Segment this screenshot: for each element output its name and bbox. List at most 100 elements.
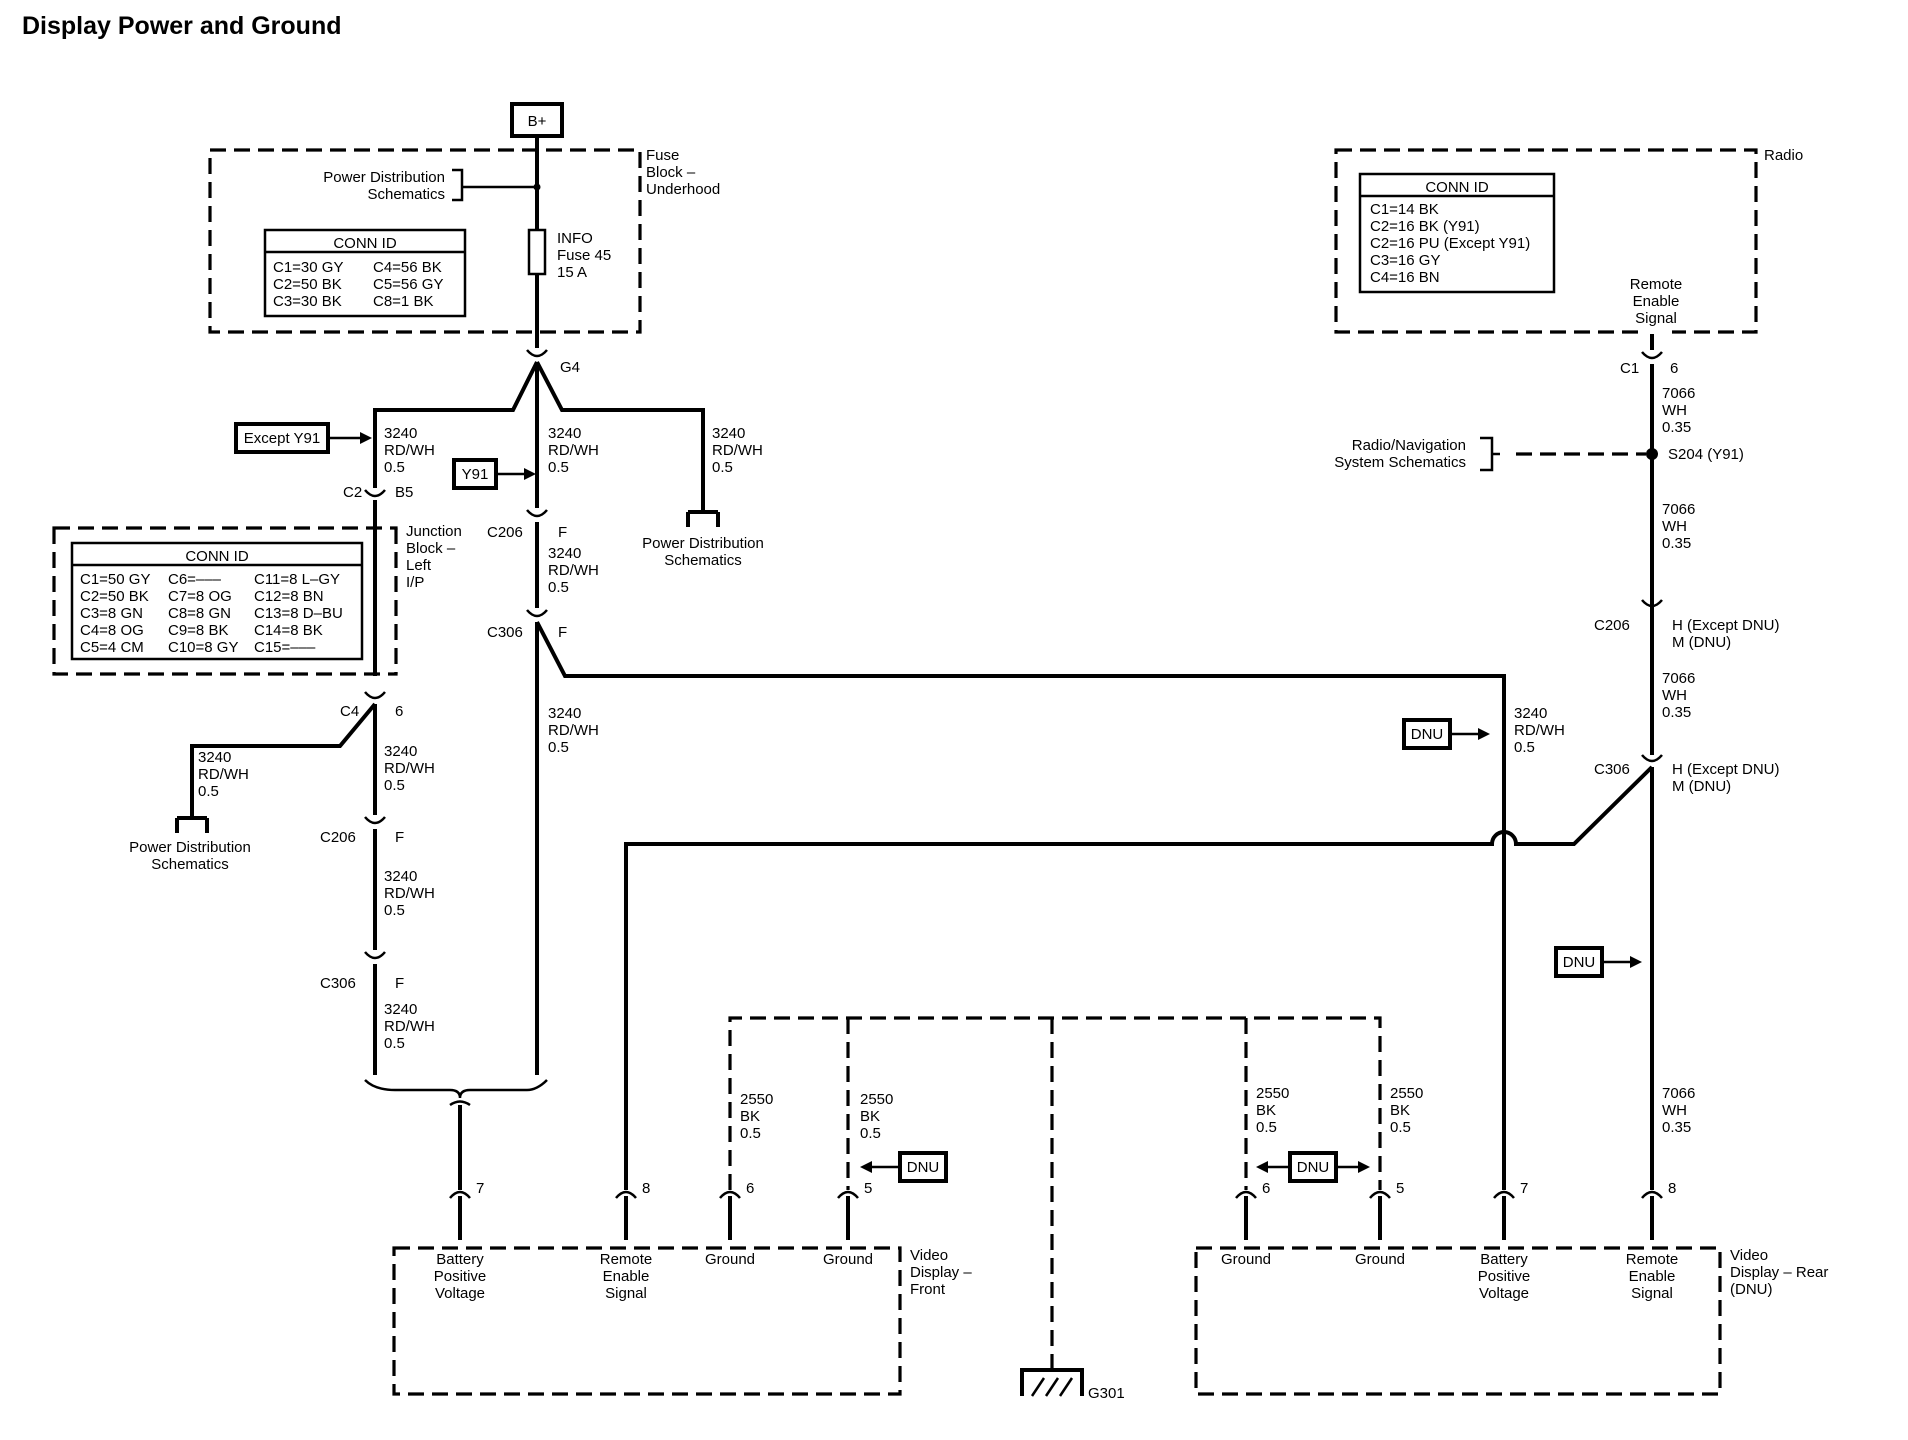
svg-text:S204 (Y91): S204 (Y91) bbox=[1668, 446, 1744, 463]
pin-number: 5 bbox=[864, 1180, 872, 1197]
page-title: Display Power and Ground bbox=[22, 12, 342, 40]
radio-conn-id-table: CONN ID C1=14 BK C2=16 BK (Y91) C2=16 PU… bbox=[1358, 172, 1556, 294]
svg-text:C8=1 BK: C8=1 BK bbox=[373, 293, 433, 310]
pin-label: Battery bbox=[436, 1251, 484, 1268]
svg-text:Display – Rear: Display – Rear bbox=[1730, 1264, 1828, 1281]
junction-block-left-ip: Junction Block – Left I/P CONN ID C1=50 … bbox=[52, 523, 462, 676]
svg-text:C206: C206 bbox=[1594, 617, 1630, 634]
pin-label: Voltage bbox=[1479, 1285, 1529, 1302]
wire-label-2550-front-5: 2550 BK 0.5 bbox=[860, 1091, 893, 1142]
svg-text:0.35: 0.35 bbox=[1662, 1119, 1691, 1136]
wire-label-7066-b: 7066 WH 0.35 bbox=[1662, 501, 1695, 552]
svg-text:2550: 2550 bbox=[740, 1091, 773, 1108]
svg-text:C306: C306 bbox=[1594, 761, 1630, 778]
svg-text:BK: BK bbox=[740, 1108, 760, 1125]
svg-text:3240: 3240 bbox=[548, 705, 581, 722]
svg-text:C2=16 PU (Except Y91): C2=16 PU (Except Y91) bbox=[1370, 235, 1530, 252]
fuse-45-symbol bbox=[527, 228, 547, 276]
pds-bracket bbox=[452, 168, 464, 202]
svg-text:RD/WH: RD/WH bbox=[384, 1018, 435, 1035]
pin-number: 8 bbox=[1668, 1180, 1676, 1197]
fuse-label-3: 15 A bbox=[557, 264, 587, 281]
svg-text:0.5: 0.5 bbox=[860, 1125, 881, 1142]
pin-label: Ground bbox=[823, 1251, 873, 1268]
svg-text:(DNU): (DNU) bbox=[1730, 1281, 1773, 1298]
svg-text:6: 6 bbox=[395, 703, 403, 720]
svg-text:C15=–––: C15=––– bbox=[254, 639, 316, 656]
svg-text:C6=–––: C6=––– bbox=[168, 571, 222, 588]
pin-number: 6 bbox=[1262, 1180, 1270, 1197]
svg-text:C4: C4 bbox=[340, 703, 359, 720]
wire-label-3240-c4: 3240 RD/WH 0.5 bbox=[384, 743, 435, 794]
wire-label-2550-rear-5: 2550 BK 0.5 bbox=[1390, 1085, 1423, 1136]
svg-text:C3=8 GN: C3=8 GN bbox=[80, 605, 143, 622]
svg-text:C306: C306 bbox=[487, 624, 523, 641]
svg-text:3240: 3240 bbox=[548, 425, 581, 442]
svg-text:3240: 3240 bbox=[384, 425, 417, 442]
fuse-label-1: INFO bbox=[557, 230, 593, 247]
svg-text:Junction: Junction bbox=[406, 523, 462, 540]
svg-text:WH: WH bbox=[1662, 1102, 1687, 1119]
svg-text:M (DNU): M (DNU) bbox=[1672, 634, 1731, 651]
svg-text:Schematics: Schematics bbox=[664, 552, 742, 569]
svg-text:7066: 7066 bbox=[1662, 1085, 1695, 1102]
svg-text:0.5: 0.5 bbox=[1390, 1119, 1411, 1136]
wire-label-7066-a: 7066 WH 0.35 bbox=[1662, 385, 1695, 436]
svg-text:3240: 3240 bbox=[384, 743, 417, 760]
svg-text:Video: Video bbox=[1730, 1247, 1768, 1264]
svg-text:Video: Video bbox=[910, 1247, 948, 1264]
pds-ref-symbol-right bbox=[686, 510, 720, 527]
pin-label: Battery bbox=[1480, 1251, 1528, 1268]
svg-text:Front: Front bbox=[910, 1281, 946, 1298]
svg-text:C1=50 GY: C1=50 GY bbox=[80, 571, 150, 588]
wire-label-2550-rear-6: 2550 BK 0.5 bbox=[1256, 1085, 1289, 1136]
svg-text:7066: 7066 bbox=[1662, 385, 1695, 402]
svg-text:M (DNU): M (DNU) bbox=[1672, 778, 1731, 795]
svg-text:C2=50 BK: C2=50 BK bbox=[273, 276, 342, 293]
dnu-tag-rear-battery: DNU bbox=[1402, 718, 1490, 750]
svg-text:6: 6 bbox=[1670, 360, 1678, 377]
fuse-conn-id-table: CONN ID C1=30 GY C4=56 BK C2=50 BK C5=56… bbox=[263, 228, 467, 318]
svg-text:RD/WH: RD/WH bbox=[384, 442, 435, 459]
pin-label: Enable bbox=[1629, 1268, 1676, 1285]
svg-text:BK: BK bbox=[1390, 1102, 1410, 1119]
svg-text:C1=30 GY: C1=30 GY bbox=[273, 259, 343, 276]
svg-text:F: F bbox=[395, 975, 404, 992]
svg-text:DNU: DNU bbox=[1563, 954, 1596, 971]
dnu-tag-rear-remote: DNU bbox=[1554, 946, 1642, 978]
connector-c4 bbox=[364, 691, 386, 700]
svg-text:2550: 2550 bbox=[1256, 1085, 1289, 1102]
pin-number: 5 bbox=[1396, 1180, 1404, 1197]
svg-text:3240: 3240 bbox=[1514, 705, 1547, 722]
pin-label: Ground bbox=[705, 1251, 755, 1268]
svg-text:WH: WH bbox=[1662, 402, 1687, 419]
connector-radio-c1 bbox=[1641, 351, 1663, 360]
svg-text:F: F bbox=[395, 829, 404, 846]
wire-label-7066-c: 7066 WH 0.35 bbox=[1662, 670, 1695, 721]
wire-label-2550-front-6: 2550 BK 0.5 bbox=[740, 1091, 773, 1142]
connector-c306-mid bbox=[526, 609, 548, 618]
svg-text:Block –: Block – bbox=[406, 540, 456, 557]
svg-text:0.5: 0.5 bbox=[384, 902, 405, 919]
pin-label: Signal bbox=[605, 1285, 647, 1302]
svg-text:0.5: 0.5 bbox=[548, 739, 569, 756]
svg-text:RD/WH: RD/WH bbox=[548, 722, 599, 739]
ground-g301-symbol bbox=[1020, 1368, 1084, 1397]
svg-text:2550: 2550 bbox=[1390, 1085, 1423, 1102]
connector-c306-left bbox=[364, 951, 386, 960]
svg-text:Display –: Display – bbox=[910, 1264, 972, 1281]
fuse-block-name-2: Block – bbox=[646, 164, 696, 181]
svg-text:C12=8 BN: C12=8 BN bbox=[254, 588, 324, 605]
svg-text:C13=8 D–BU: C13=8 D–BU bbox=[254, 605, 343, 622]
svg-text:3240: 3240 bbox=[712, 425, 745, 442]
svg-text:C206: C206 bbox=[320, 829, 356, 846]
video-display-front: Video Display – Front bbox=[392, 1246, 972, 1396]
svg-text:0.35: 0.35 bbox=[1662, 535, 1691, 552]
svg-text:0.5: 0.5 bbox=[198, 783, 219, 800]
